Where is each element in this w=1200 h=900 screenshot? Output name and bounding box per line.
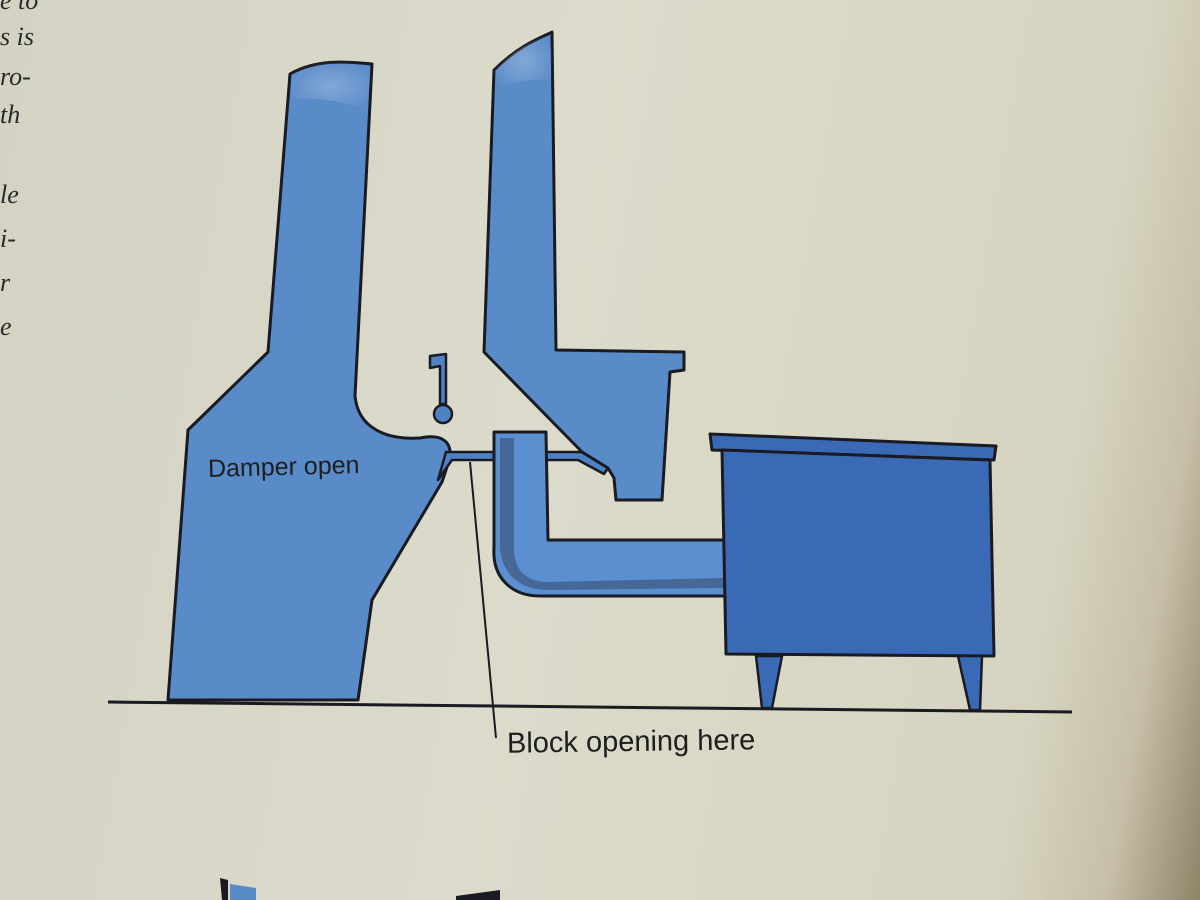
margin-text-line: th <box>0 100 21 129</box>
stove-body <box>720 448 996 658</box>
chimney-highlight <box>290 62 372 110</box>
next-figure-fragment <box>220 878 228 900</box>
margin-text-line: s is <box>0 22 34 51</box>
next-figure-fragment <box>230 884 256 900</box>
margin-text-line: e <box>0 312 12 341</box>
stove-leg-right <box>956 654 984 712</box>
margin-text-line: ro- <box>0 62 31 91</box>
block-opening-label: Block opening here <box>506 724 756 760</box>
margin-text-line: e to <box>0 0 39 15</box>
next-figure-fragment <box>456 890 500 900</box>
margin-text-line: i- <box>0 224 16 253</box>
damper-pivot <box>432 403 454 425</box>
flue-duct <box>482 30 686 502</box>
flue-highlight <box>494 32 552 90</box>
margin-text-line: r <box>0 268 11 297</box>
margin-text-line: le <box>0 180 19 209</box>
damper-handle <box>428 352 448 406</box>
pipe-soot <box>500 438 724 590</box>
stove-leg-left <box>754 654 784 710</box>
floor-line <box>107 700 1073 714</box>
stove-top <box>708 432 998 462</box>
fireplace-body <box>166 60 452 702</box>
damper-open-label: Damper open <box>207 451 360 483</box>
leader-line <box>469 461 497 739</box>
